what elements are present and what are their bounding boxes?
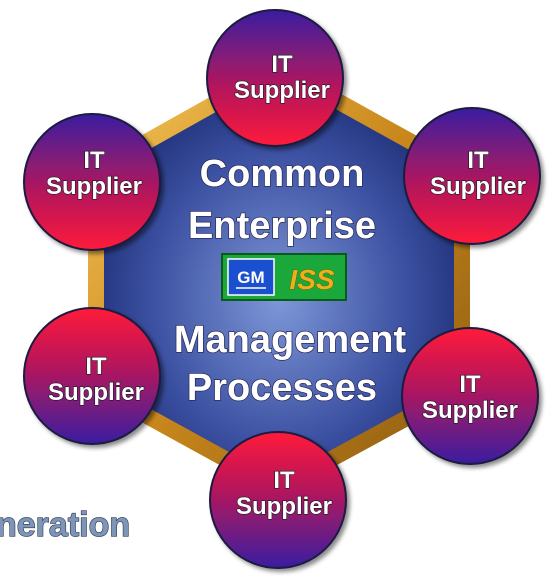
supplier-node-upper-right-line2: Supplier [430,173,526,200]
supplier-node-lower-right-line1: IT [459,371,481,398]
supplier-node-lower-right-line2: Supplier [422,397,518,424]
supplier-node-lower-right [401,327,539,465]
supplier-node-lower-left-line2: Supplier [48,379,144,406]
supplier-node-bottom-line1: IT [273,467,295,494]
supplier-node-top-line1: IT [271,51,293,78]
supplier-node-bottom-line2: Supplier [236,493,332,520]
supplier-node-upper-left-line2: Supplier [46,173,142,200]
gm-iss-logo: GM ISS [221,253,347,301]
supplier-node-top [206,9,344,147]
supplier-node-lower-left [23,307,161,445]
supplier-node-upper-right [403,107,541,245]
gm-logo-text: GM [237,268,264,287]
supplier-node-upper-left-line1: IT [83,147,105,174]
supplier-node-upper-left [23,113,161,251]
center-line-1: Common [200,153,365,195]
center-line-3: Management [174,319,407,361]
supplier-node-upper-right-line1: IT [467,147,489,174]
supplier-node-bottom [209,431,347,569]
side-title-fragment: neration [0,506,130,544]
supplier-node-lower-left-line1: IT [85,353,107,380]
center-line-4: Processes [187,367,377,409]
iss-logo-text: ISS [289,264,334,295]
supplier-node-top-line2: Supplier [234,77,330,104]
center-line-2: Enterprise [188,205,376,247]
